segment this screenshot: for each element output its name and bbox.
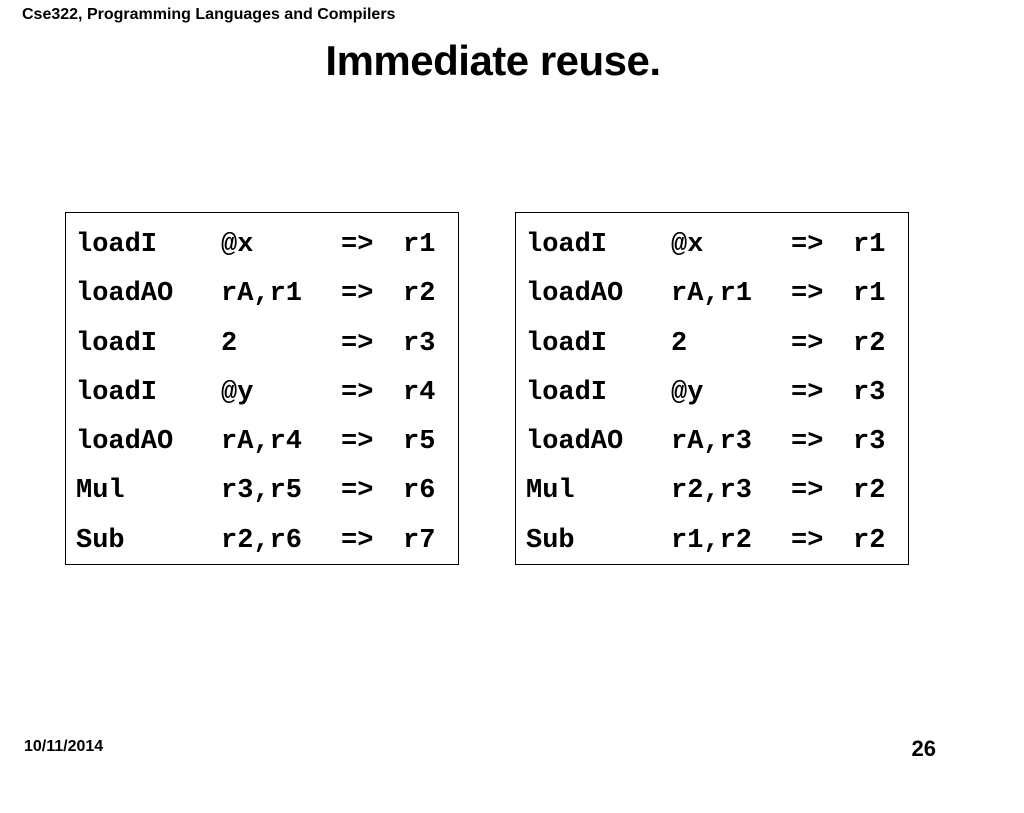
code-dest: r5 xyxy=(403,427,436,458)
page-number: 26 xyxy=(911,736,936,761)
code-arrow: => xyxy=(341,427,374,458)
code-arrow: => xyxy=(791,377,824,408)
code-args: @y xyxy=(671,377,704,408)
code-op: loadAO xyxy=(526,279,624,310)
code-args: r3,r5 xyxy=(221,476,303,507)
code-dest: r2 xyxy=(853,525,886,556)
code-dest: r2 xyxy=(853,476,886,507)
code-args: r2,r6 xyxy=(221,525,303,556)
code-line: loadI 2 => r2 xyxy=(516,320,908,369)
code-arrow: => xyxy=(791,476,824,507)
code-args: r2,r3 xyxy=(671,476,753,507)
code-line: loadI @x => r1 xyxy=(516,221,908,270)
code-args: 2 xyxy=(221,328,238,359)
code-line: loadAO rA,r1 => r1 xyxy=(516,270,908,319)
code-op: loadI xyxy=(526,230,608,260)
code-args: r1,r2 xyxy=(671,525,753,556)
code-box-after: loadI @x => r1 loadAO rA,r1 => r1 loadI … xyxy=(515,212,909,565)
code-line: loadAO rA,r4 => r5 xyxy=(66,418,458,467)
code-args: rA,r4 xyxy=(221,427,303,458)
code-args: @x xyxy=(671,230,704,260)
code-args: rA,r3 xyxy=(671,427,753,458)
code-dest: r4 xyxy=(403,377,436,408)
code-dest: r1 xyxy=(853,230,886,260)
code-args: @x xyxy=(221,230,254,260)
code-arrow: => xyxy=(791,230,824,260)
code-line: Mul r3,r5 => r6 xyxy=(66,467,458,516)
code-op: loadI xyxy=(76,377,158,408)
footer-date: 10/11/2014 xyxy=(24,738,104,755)
code-op: loadI xyxy=(76,328,158,359)
code-line: loadI @y => r4 xyxy=(66,369,458,418)
code-arrow: => xyxy=(341,230,374,260)
code-line: loadI 2 => r3 xyxy=(66,320,458,369)
code-op: loadI xyxy=(526,377,608,408)
code-arrow: => xyxy=(791,525,824,556)
code-arrow: => xyxy=(341,328,374,359)
code-dest: r6 xyxy=(403,476,436,507)
code-line: loadI @y => r3 xyxy=(516,369,908,418)
code-op: Sub xyxy=(526,525,575,556)
code-line: loadAO rA,r1 => r2 xyxy=(66,270,458,319)
code-arrow: => xyxy=(341,377,374,408)
code-op: Sub xyxy=(76,525,125,556)
code-op: loadAO xyxy=(526,427,624,458)
course-header: Cse322, Programming Languages and Compil… xyxy=(22,6,396,23)
code-op: loadI xyxy=(526,328,608,359)
code-line: Sub r1,r2 => r2 xyxy=(516,517,908,566)
code-arrow: => xyxy=(791,328,824,359)
code-arrow: => xyxy=(791,279,824,310)
code-op: loadI xyxy=(76,230,158,260)
code-op: loadAO xyxy=(76,279,174,310)
code-line: loadAO rA,r3 => r3 xyxy=(516,418,908,467)
code-dest: r2 xyxy=(853,328,886,359)
code-box-before: loadI @x => r1 loadAO rA,r1 => r2 loadI … xyxy=(65,212,459,565)
code-line: Mul r2,r3 => r2 xyxy=(516,467,908,516)
code-dest: r3 xyxy=(403,328,436,359)
code-arrow: => xyxy=(341,476,374,507)
code-line: Sub r2,r6 => r7 xyxy=(66,517,458,566)
code-dest: r2 xyxy=(403,279,436,310)
code-dest: r3 xyxy=(853,427,886,458)
code-op: Mul xyxy=(526,476,575,507)
code-args: rA,r1 xyxy=(221,279,303,310)
code-op: Mul xyxy=(76,476,125,507)
code-args: @y xyxy=(221,377,254,408)
code-arrow: => xyxy=(791,427,824,458)
code-arrow: => xyxy=(341,279,374,310)
code-dest: r1 xyxy=(853,279,886,310)
code-args: 2 xyxy=(671,328,688,359)
slide-title: Immediate reuse. xyxy=(325,37,661,84)
code-line: loadI @x => r1 xyxy=(66,221,458,270)
code-arrow: => xyxy=(341,525,374,556)
code-dest: r3 xyxy=(853,377,886,408)
code-op: loadAO xyxy=(76,427,174,458)
code-args: rA,r1 xyxy=(671,279,753,310)
code-dest: r1 xyxy=(403,230,436,260)
code-dest: r7 xyxy=(403,525,436,556)
